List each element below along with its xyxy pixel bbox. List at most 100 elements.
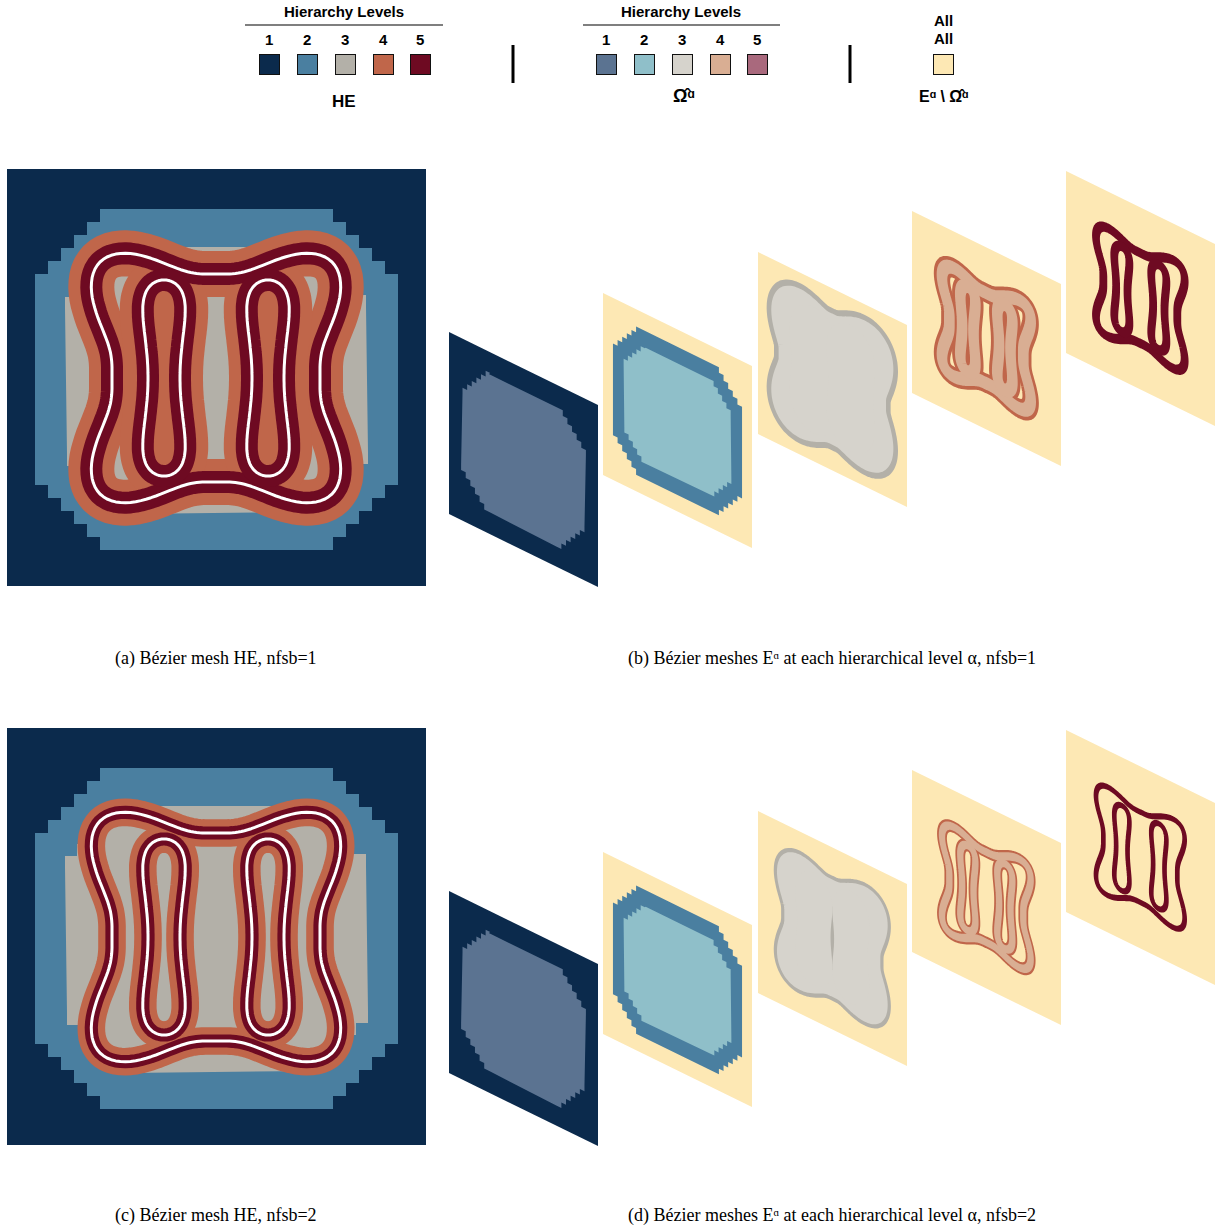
- refinement-band: [91, 812, 340, 1061]
- refinement-band: [1151, 820, 1166, 913]
- refinement-band: [843, 342, 858, 435]
- plane-ground: [758, 811, 907, 1066]
- legend-level-label: 2: [303, 31, 311, 48]
- legend-rule: [583, 24, 780, 25]
- legend-swatch: [596, 54, 617, 75]
- legend-swatch: [933, 54, 954, 75]
- level-plane: [603, 852, 752, 1107]
- subfigure-caption: (a) Bézier mesh HE, nfsb=1: [115, 648, 317, 669]
- active-region: [461, 359, 586, 561]
- refinement-band: [997, 860, 1012, 953]
- refinement-band: [942, 262, 1031, 414]
- level-plane: [912, 211, 1061, 466]
- legend-swatch: [747, 54, 768, 75]
- refinement-band: [960, 283, 975, 376]
- legend-level-label: 5: [416, 31, 424, 48]
- level-plane: [449, 332, 598, 587]
- legend-swatch: [634, 54, 655, 75]
- refinement-band: [143, 839, 185, 1035]
- legend-divider: [512, 45, 515, 83]
- plane-ground: [449, 332, 598, 587]
- refinement-band: [143, 839, 185, 1035]
- refinement-band: [788, 862, 877, 1014]
- refinement-band: [91, 812, 340, 1061]
- refinement-band: [942, 821, 1031, 973]
- refinement-band: [247, 839, 289, 1035]
- refinement-band: [247, 280, 289, 476]
- legend-heading: Hierarchy Levels: [284, 3, 404, 20]
- refinement-band: [1114, 802, 1129, 895]
- refinement-band: [247, 280, 289, 476]
- mesh-level-1: [7, 169, 426, 586]
- mesh-level-1: [7, 728, 426, 1145]
- level-plane: [603, 293, 752, 548]
- legend-heading: HE: [332, 92, 356, 112]
- legend-heading: Eᵅ \ Ω̂ᵅ: [919, 88, 968, 106]
- refinement-band: [942, 821, 1031, 973]
- refinement-band: [91, 253, 340, 502]
- refinement-band: [997, 860, 1012, 953]
- refinement-band: [843, 342, 858, 435]
- legend-swatch: [373, 54, 394, 75]
- refinement-band: [806, 324, 821, 417]
- legend-heading: All: [934, 12, 953, 29]
- legend-level-label: 4: [716, 31, 724, 48]
- refinement-band: [843, 901, 858, 994]
- mesh-level-3: [65, 247, 368, 514]
- refinement-band: [788, 303, 877, 455]
- refinement-band: [91, 253, 340, 502]
- refinement-band: [247, 280, 289, 476]
- legend-swatch: [335, 54, 356, 75]
- refinement-band: [788, 303, 877, 455]
- level-elements: [613, 874, 742, 1085]
- legend-swatch: [672, 54, 693, 75]
- legend-swatch: [259, 54, 280, 75]
- level-plane: [1066, 171, 1215, 426]
- active-region: [624, 337, 732, 506]
- refinement-band: [1096, 781, 1185, 933]
- plane-ground: [603, 293, 752, 548]
- refinement-band: [788, 862, 877, 1014]
- refinement-band: [806, 883, 821, 976]
- hierarchical-mesh: [7, 728, 426, 1145]
- legend-level-label: 1: [265, 31, 273, 48]
- legend-level-label: 2: [640, 31, 648, 48]
- refinement-band: [247, 839, 289, 1035]
- legend-swatch: [710, 54, 731, 75]
- level-plane: [912, 770, 1061, 1025]
- legend-heading: Hierarchy Levels: [621, 3, 741, 20]
- active-region: [461, 918, 586, 1120]
- refinement-band: [997, 301, 1012, 394]
- level-plane: [449, 891, 598, 1146]
- refinement-band: [91, 812, 340, 1061]
- refinement-band: [960, 842, 975, 935]
- hierarchical-mesh: [7, 169, 426, 586]
- refinement-band: [843, 901, 858, 994]
- plane-ground: [1066, 171, 1215, 426]
- refinement-band: [806, 883, 821, 976]
- refinement-band: [143, 280, 185, 476]
- legend-swatch: [410, 54, 431, 75]
- legend-divider: [849, 45, 852, 83]
- plane-ground: [1066, 730, 1215, 985]
- level-plane: [1066, 730, 1215, 985]
- level-plane: [758, 811, 907, 1066]
- refinement-band: [143, 839, 185, 1035]
- refinement-band: [942, 262, 1031, 414]
- plane-ground: [758, 252, 907, 507]
- legend-heading: Ω̂ᵅ: [673, 86, 694, 107]
- refinement-band: [960, 283, 975, 376]
- legend-rule: [245, 24, 443, 25]
- legend-level-label: 1: [602, 31, 610, 48]
- refinement-band: [997, 301, 1012, 394]
- refinement-band: [960, 842, 975, 935]
- legend-level-label: 3: [341, 31, 349, 48]
- subfigure-caption: (d) Bézier meshes Eᵅ at each hierarchica…: [628, 1205, 1036, 1226]
- mesh-level-2: [35, 209, 398, 550]
- refinement-band: [247, 839, 289, 1035]
- plane-ground: [912, 770, 1061, 1025]
- level-plane: [758, 252, 907, 507]
- refinement-band: [143, 280, 185, 476]
- subfigure-caption: (b) Bézier meshes Eᵅ at each hierarchica…: [628, 648, 1036, 669]
